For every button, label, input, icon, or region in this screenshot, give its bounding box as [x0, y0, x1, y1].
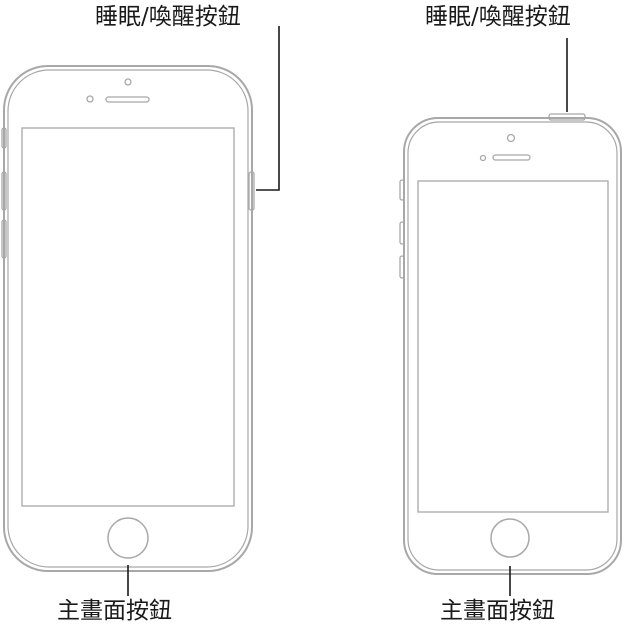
- right-sleep-wake-button-label: 睡眠/喚醒按鈕: [425, 4, 571, 30]
- left-iphone-screen: [21, 127, 235, 507]
- right-iphone-body-outer: [403, 117, 622, 575]
- left-sleep-wake-button-label: 睡眠/喚醒按鈕: [95, 4, 241, 30]
- left-sleep-wake-leader-line: [256, 26, 280, 191]
- right-iphone-screen: [417, 180, 609, 513]
- left-iphone-home-button: [107, 517, 149, 559]
- left-home-button-label: 主畫面按鈕: [57, 598, 172, 624]
- right-home-button-label: 主畫面按鈕: [440, 598, 555, 624]
- right-iphone-speaker: [492, 154, 531, 161]
- left-leader-lines: [127, 26, 280, 596]
- left-iphone-illustration: [1, 65, 255, 572]
- left-iphone-body-outer: [3, 65, 253, 572]
- right-iphone-illustration: [399, 113, 622, 575]
- right-iphone-sensor: [479, 154, 487, 162]
- right-leader-lines: [509, 38, 568, 596]
- right-iphone-front-camera: [506, 133, 516, 143]
- left-iphone-speaker: [105, 96, 150, 103]
- right-iphone-body-inner: [407, 121, 618, 571]
- left-iphone-front-camera: [124, 78, 132, 86]
- left-iphone-body-inner: [7, 69, 249, 568]
- right-iphone-home-button: [490, 518, 530, 558]
- left-iphone-sensor: [86, 95, 94, 103]
